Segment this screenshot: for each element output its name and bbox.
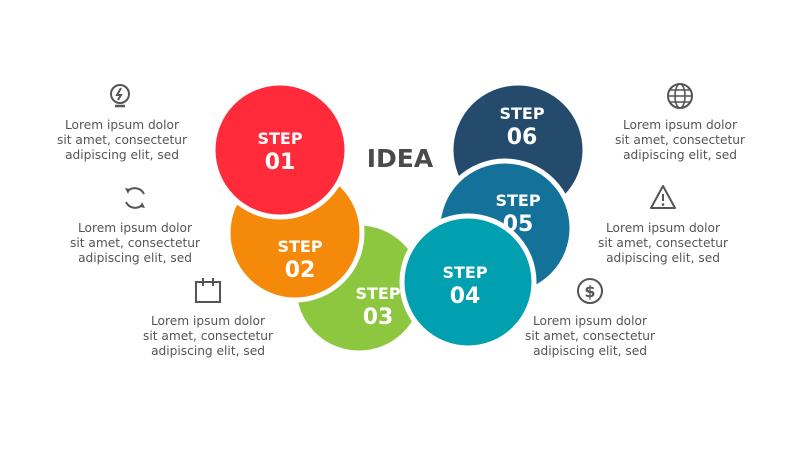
description-6: Lorem ipsum dolor sit amet, consectetur … (595, 118, 765, 163)
step-label: STEP (499, 104, 545, 123)
step-number: 01 (264, 150, 296, 175)
step-label: STEP (257, 129, 303, 148)
warning-icon (650, 185, 676, 209)
step-02-text: STEP 02 (240, 239, 360, 282)
description-4: Lorem ipsum dolor sit amet, consectetur … (505, 314, 675, 359)
description-line: sit amet, consectetur (525, 329, 655, 343)
step-number: 06 (506, 125, 538, 150)
step-number: 05 (502, 212, 534, 237)
description-line: Lorem ipsum dolor (77, 221, 192, 235)
step-04-circle (399, 213, 537, 351)
description-line: adipiscing elit, sed (65, 148, 179, 162)
svg-text:$: $ (584, 282, 595, 301)
description-line: adipiscing elit, sed (78, 251, 192, 265)
step-label: STEP (495, 191, 541, 210)
description-line: Lorem ipsum dolor (605, 221, 720, 235)
idea-title: IDEA (366, 144, 434, 173)
step-05-text: STEP 05 (458, 193, 578, 236)
step-03-text: STEP 03 (318, 286, 438, 329)
description-line: Lorem ipsum dolor (150, 314, 265, 328)
description-line: sit amet, consectetur (598, 236, 728, 250)
step-04-text: STEP 04 (405, 265, 525, 308)
description-line: sit amet, consectetur (143, 329, 273, 343)
step-01-circle (210, 80, 350, 220)
dollar-icon: $ (577, 278, 603, 304)
step-06-text: STEP 06 (462, 106, 582, 149)
step-number: 04 (449, 284, 481, 309)
description-line: Lorem ipsum dolor (64, 118, 179, 132)
description-line: sit amet, consectetur (70, 236, 200, 250)
description-line: Lorem ipsum dolor (622, 118, 737, 132)
description-line: Lorem ipsum dolor (532, 314, 647, 328)
step-number: 02 (284, 258, 316, 283)
description-line: sit amet, consectetur (57, 133, 187, 147)
description-2: Lorem ipsum dolor sit amet, consectetur … (50, 221, 220, 266)
description-line: adipiscing elit, sed (606, 251, 720, 265)
step-number: 03 (362, 305, 394, 330)
description-1: Lorem ipsum dolor sit amet, consectetur … (37, 118, 207, 163)
step-label: STEP (277, 237, 323, 256)
step-label: STEP (355, 284, 401, 303)
step-01-text: STEP 01 (220, 131, 340, 174)
description-5: Lorem ipsum dolor sit amet, consectetur … (578, 221, 748, 266)
description-line: adipiscing elit, sed (623, 148, 737, 162)
description-line: sit amet, consectetur (615, 133, 745, 147)
refresh-icon (125, 187, 145, 209)
description-3: Lorem ipsum dolor sit amet, consectetur … (123, 314, 293, 359)
globe-icon (667, 83, 693, 109)
description-line: adipiscing elit, sed (533, 344, 647, 358)
description-line: adipiscing elit, sed (151, 344, 265, 358)
lightbulb-icon (110, 84, 130, 108)
step-label: STEP (442, 263, 488, 282)
calendar-icon (195, 278, 221, 303)
